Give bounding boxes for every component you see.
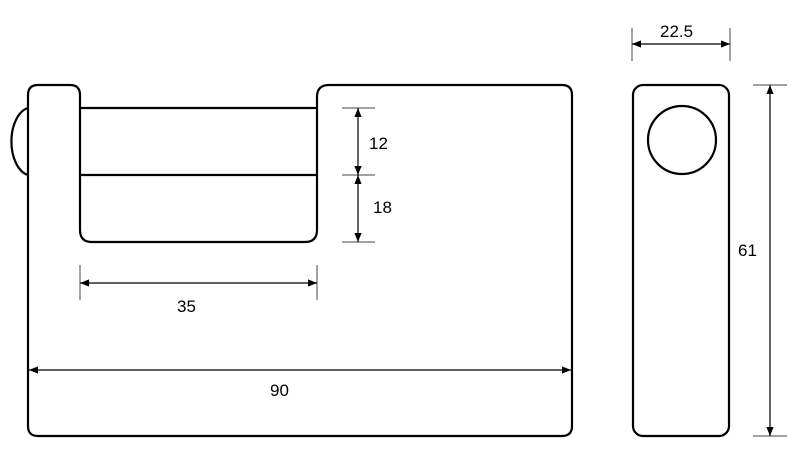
- dimension-body-width: 90: [29, 366, 571, 400]
- dim-label-18: 18: [373, 198, 392, 217]
- side-body: [631, 83, 731, 438]
- keyhole-cylinder: [646, 104, 718, 176]
- front-view: [10, 83, 574, 438]
- side-knob: [10, 106, 29, 177]
- dim-label-22-5: 22.5: [660, 22, 693, 41]
- dimension-shackle-height: 12 18: [342, 107, 392, 243]
- dimension-body-height: 61: [738, 84, 787, 437]
- dimension-body-depth: 22.5: [631, 22, 731, 61]
- dimension-shackle-width: 35: [79, 265, 318, 316]
- side-view: [631, 83, 731, 438]
- dim-label-90: 90: [270, 381, 289, 400]
- dim-label-61: 61: [738, 241, 757, 260]
- lock-body-outline: [26, 83, 574, 438]
- dim-label-35: 35: [177, 297, 196, 316]
- dim-label-12: 12: [369, 134, 388, 153]
